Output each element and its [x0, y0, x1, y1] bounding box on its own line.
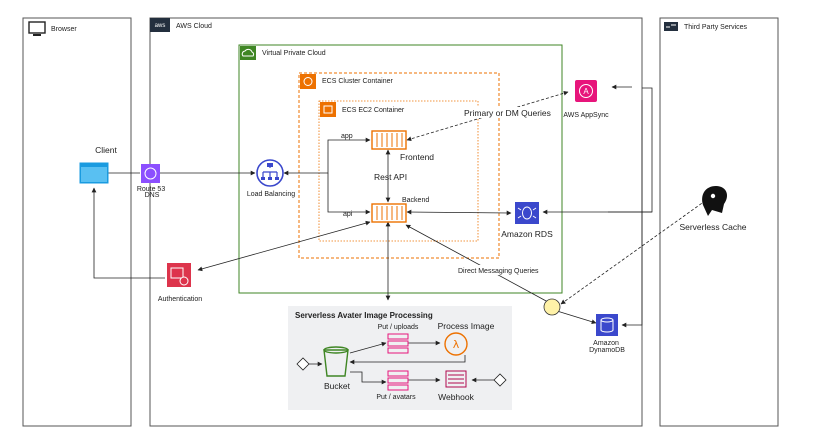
primary-dm-queries-label: Primary or DM Queries: [464, 108, 551, 118]
load-balancer-node[interactable]: Load Balancing: [247, 159, 295, 198]
serverless-group: Serverless Avater Image Processing: [288, 306, 512, 410]
rds-node[interactable]: Amazon RDS: [501, 202, 553, 239]
app-port-label: app: [341, 133, 353, 140]
serverless-cache-label: Serverless Cache: [679, 222, 746, 232]
edge-node-cache: [560, 195, 713, 305]
edge-bus-rds: [542, 87, 653, 215]
appsync-label: AWS AppSync: [563, 112, 609, 119]
third-party-icon: [664, 22, 678, 31]
edge-lb-backend: [327, 173, 371, 215]
webhook-node[interactable]: Webhook: [438, 370, 475, 402]
dynamodb-node[interactable]: Amazon DynamoDB: [589, 314, 625, 354]
put-uploads-label: Put / uploads: [378, 324, 419, 331]
svg-text:A: A: [583, 87, 589, 96]
edge-backend-auth: [197, 220, 371, 272]
put-avatars-label: Put / avatars: [376, 394, 416, 401]
route53-label-line1: Route 53: [137, 186, 166, 193]
client-label: Client: [95, 145, 117, 155]
route53-label-line2: DNS: [145, 192, 160, 199]
bucket-icon: [323, 349, 349, 377]
ecs-cluster-label: ECS Cluster Container: [322, 78, 393, 85]
edge-backend-rds: [406, 209, 512, 216]
process-image-label: Process Image: [438, 321, 495, 331]
direct-messaging-label-bg: [456, 265, 548, 275]
authentication-label: Authentication: [158, 296, 202, 303]
dm-junction-node: [543, 298, 561, 316]
api-port-label: api: [343, 211, 353, 218]
edge-bus-dynamodb: [621, 100, 643, 328]
rest-api-label: Rest API: [374, 172, 407, 182]
aws-logo-icon: aws: [150, 18, 170, 32]
primary-dm-label-bg: [462, 107, 550, 118]
vpc-zone: Virtual Private Cloud: [238, 44, 563, 294]
backend-node[interactable]: Backend: [371, 197, 429, 223]
client-node[interactable]: Client: [79, 145, 118, 184]
serverless-cache-icon: [702, 186, 728, 216]
vpc-cloud-icon: [240, 46, 256, 60]
webhook-label: Webhook: [438, 392, 475, 402]
serverless-group-label: Serverless Avater Image Processing: [295, 311, 433, 320]
svg-text:aws: aws: [155, 23, 166, 29]
ext-diamond-left: [296, 357, 310, 371]
lambda-icon: λ: [453, 338, 460, 351]
dynamodb-label-line2: DynamoDB: [589, 347, 625, 354]
edges: [91, 84, 713, 385]
browser-zone: Browser: [22, 17, 132, 427]
ecs-ec2-zone: ECS EC2 Container: [318, 100, 479, 242]
serverless-cache-node[interactable]: Serverless Cache: [679, 186, 747, 232]
appsync-node[interactable]: A AWS AppSync: [563, 80, 609, 119]
aws-cloud-label: AWS Cloud: [176, 23, 212, 30]
frontend-node[interactable]: Frontend: [371, 130, 434, 162]
frontend-label: Frontend: [400, 152, 434, 162]
bucket-node[interactable]: Bucket: [323, 346, 351, 391]
edge-frontend-appsync: [406, 90, 569, 142]
load-balancer-label: Load Balancing: [247, 191, 295, 198]
edge-bucket-uploads: [349, 341, 387, 354]
ext-diamond-right: [493, 373, 507, 387]
edge-backend-dm: [405, 224, 549, 303]
rds-label: Amazon RDS: [501, 229, 553, 239]
edge-node-dynamodb: [556, 310, 597, 325]
edge-lambda-bucket: [349, 355, 466, 365]
avatars-queue-node[interactable]: Put / avatars: [376, 370, 416, 401]
edge-bucket-avatars: [350, 371, 387, 385]
bucket-label: Bucket: [324, 381, 351, 391]
ecs-ec2-label: ECS EC2 Container: [342, 107, 405, 114]
route53-label: Route 53 DNS: [137, 186, 167, 199]
browser-zone-label: Browser: [51, 26, 77, 33]
ecs-cluster-icon: [300, 74, 316, 89]
route53-node[interactable]: Route 53 DNS: [137, 164, 167, 199]
uploads-queue-node[interactable]: Put / uploads: [378, 324, 419, 354]
dynamodb-label: Amazon DynamoDB: [589, 340, 625, 354]
monitor-icon: [28, 21, 46, 36]
vpc-label: Virtual Private Cloud: [262, 50, 326, 57]
edge-lb-frontend: [283, 137, 371, 176]
third-party-label: Third Party Services: [684, 24, 748, 31]
backend-label: Backend: [402, 197, 429, 204]
ecs-ec2-icon: [320, 102, 336, 117]
edge-auth-client: [91, 187, 165, 279]
lambda-node[interactable]: λ Process Image: [438, 321, 495, 356]
dynamodb-label-line1: Amazon: [593, 340, 619, 347]
direct-messaging-label: Direct Messaging Queries: [458, 268, 539, 275]
authentication-node[interactable]: Authentication: [158, 263, 202, 303]
